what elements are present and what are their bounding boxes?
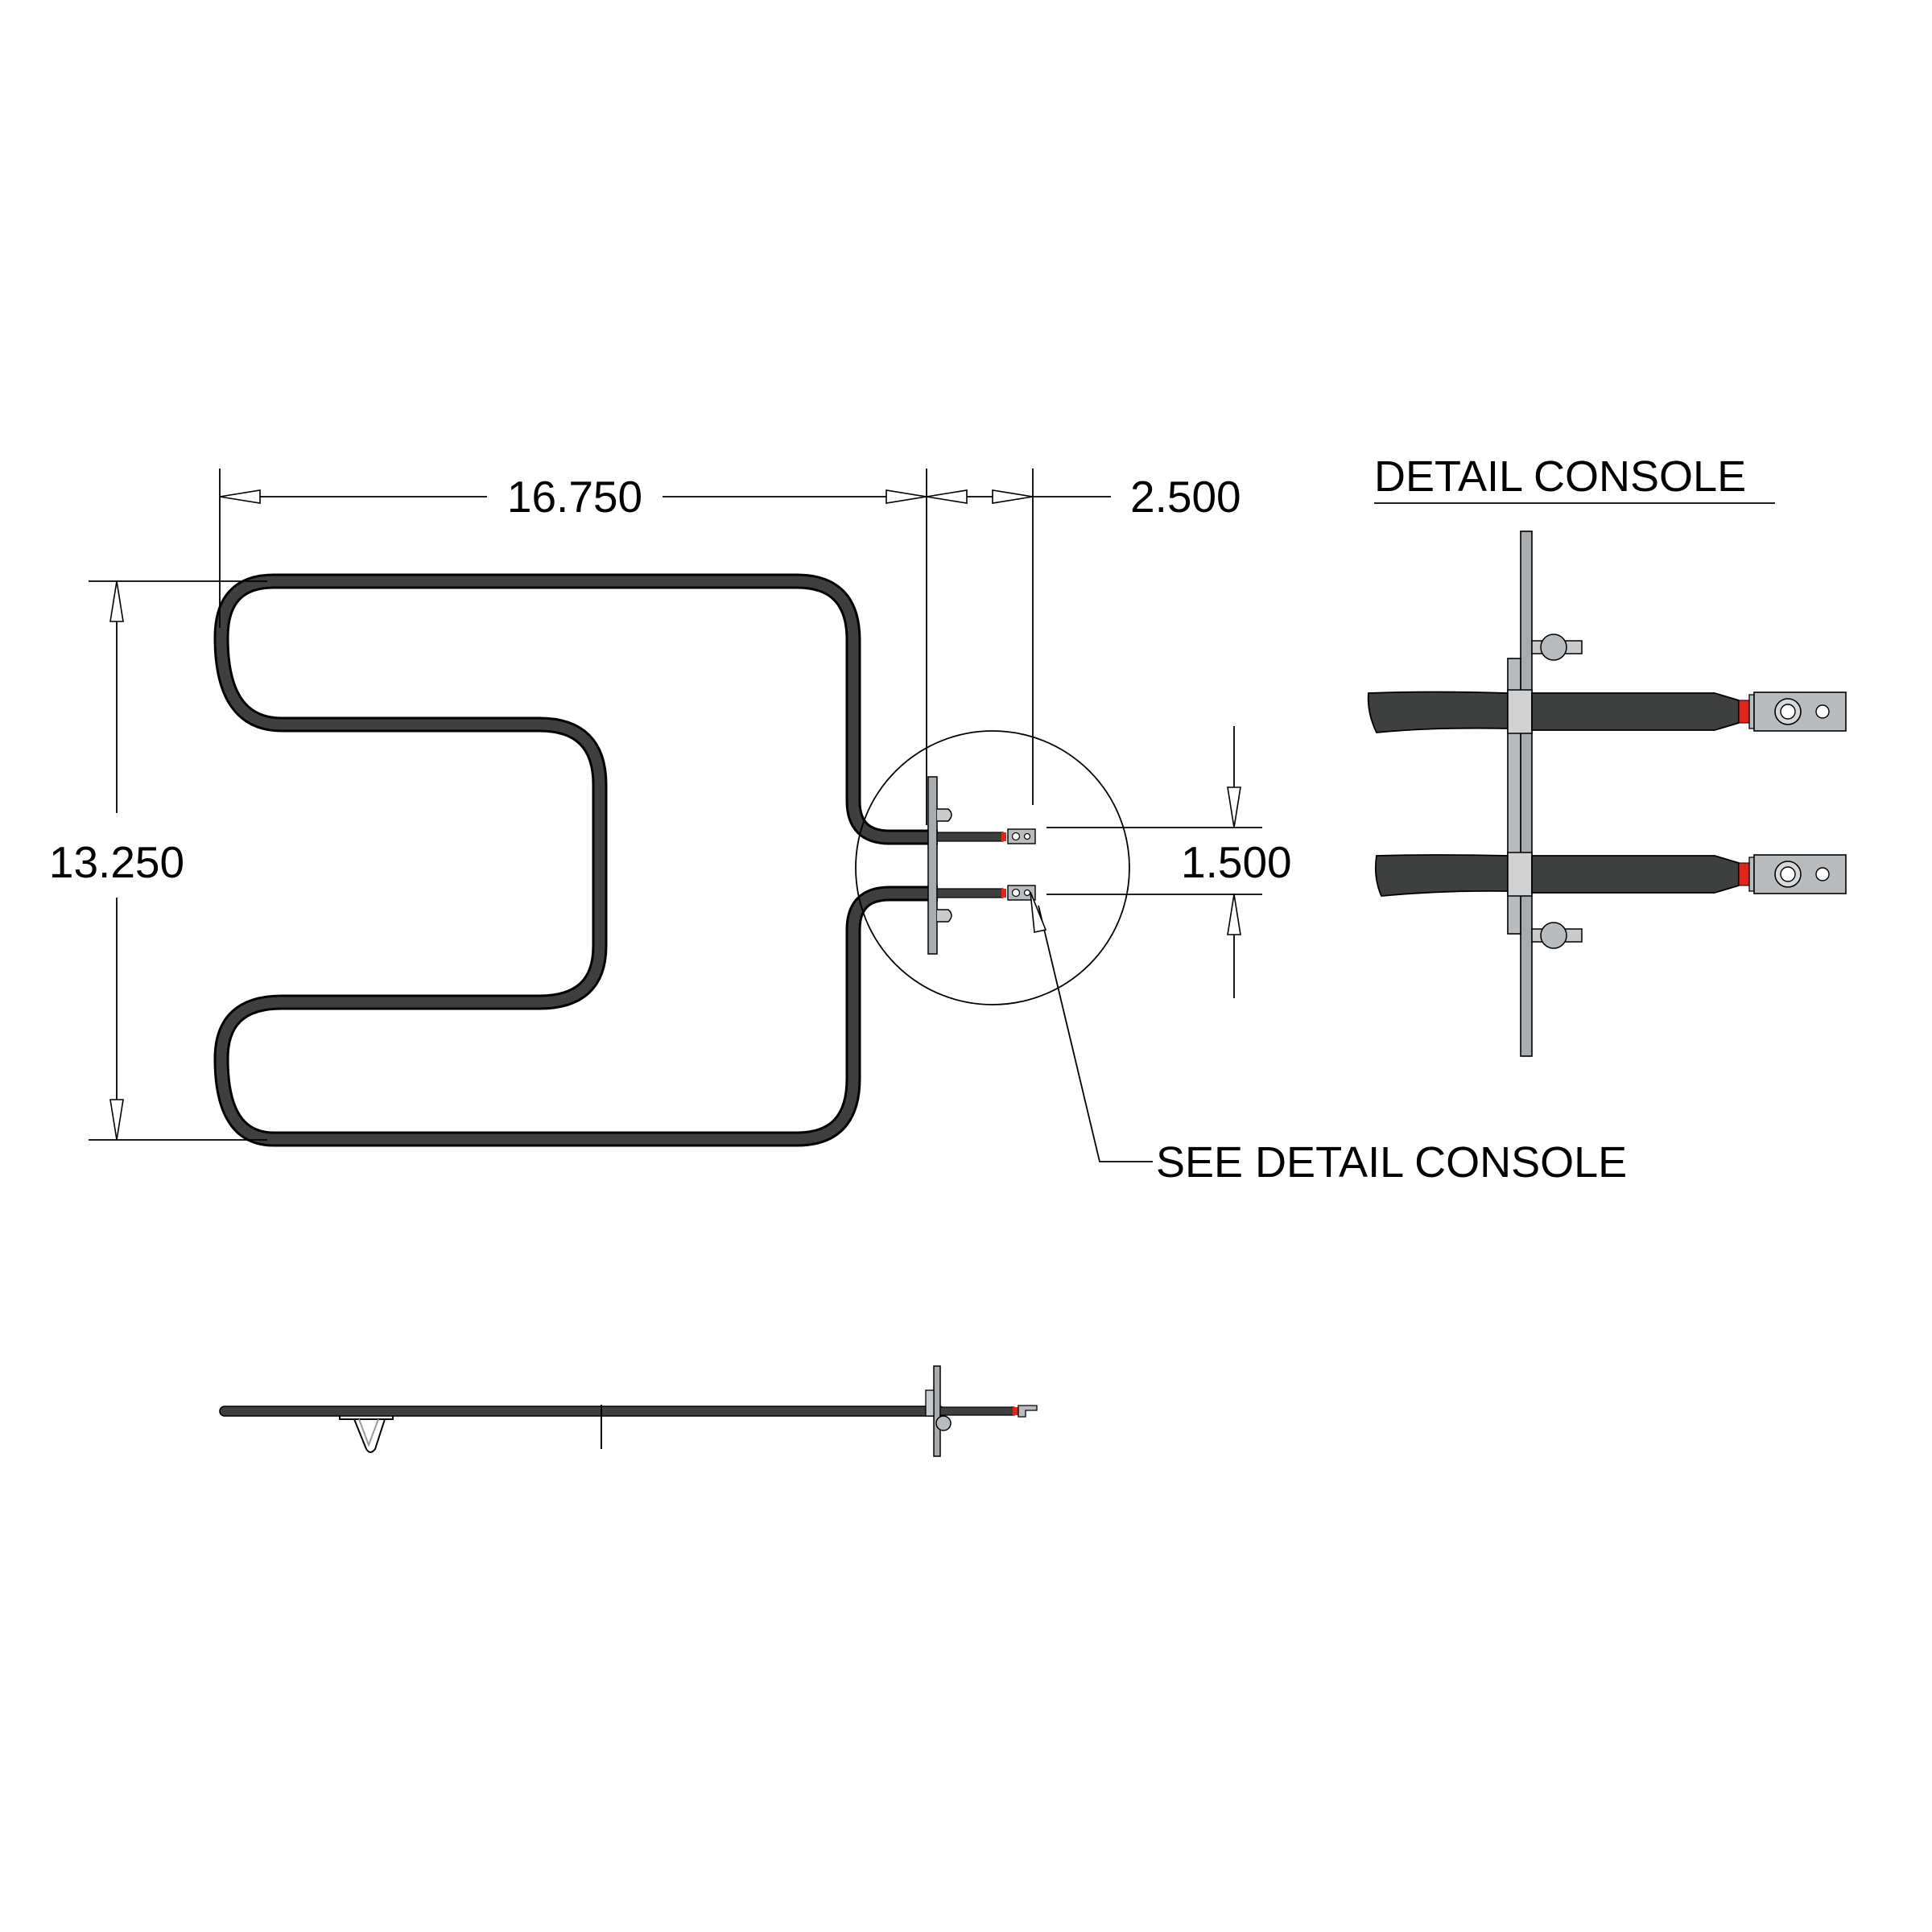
dimension-lead-length: 2.500 [926,469,1241,805]
side-view-insulator [1013,1407,1018,1415]
dimension-lead-length-label: 2.500 [1130,472,1241,522]
insulator-lower [1001,889,1006,898]
bracket-tab-bottom [937,909,952,923]
side-view-terminal [1018,1405,1038,1418]
callout-leader [1038,905,1153,1162]
detail-collar-lower [1507,852,1533,897]
detail-terminal-lower [1748,854,1847,894]
detail-lead-upper [1531,692,1740,731]
detail-lead-lower [1531,855,1740,894]
detail-title: DETAIL CONSOLE [1374,452,1746,501]
dimension-terminal-spacing-label: 1.500 [1181,837,1292,887]
detail-tab-top [1531,634,1583,661]
element-side-view [219,1365,1038,1457]
detail-insulator-lower [1738,862,1750,886]
terminal-upper [1007,828,1036,844]
detail-circle [855,730,1130,1005]
dimension-width: 16.750 [219,469,927,825]
element-tube [216,576,938,1145]
side-view-bracket-tab [935,1415,952,1431]
detail-terminal-upper [1748,691,1847,732]
detail-console-view: DETAIL CONSOLE [1367,452,1847,1057]
detail-collar-upper [1507,689,1533,734]
lead-upper [936,832,1004,842]
dimension-height-label: 13.250 [49,837,184,887]
bracket-tab-top [937,808,952,822]
dimension-width-label: 16.750 [507,472,642,522]
detail-tab-bottom [1531,922,1583,949]
detail-insulator-upper [1738,700,1750,724]
side-view-bracket [933,1365,941,1457]
detail-tube-upper [1367,691,1509,733]
insulator-upper [1001,832,1006,841]
side-view-lead [939,1406,1015,1416]
detail-tube-lower [1374,854,1509,897]
element-top-view [213,573,1036,1147]
lead-lower [936,888,1004,898]
dimension-terminal-spacing: 1.500 [1046,726,1292,998]
side-view-tube [219,1406,945,1417]
detail-bracket-plate [1520,530,1533,1057]
side-view-support-clip [339,1416,394,1453]
element-tube-outline [213,573,938,1147]
callout-label: SEE DETAIL CONSOLE [1156,1138,1627,1187]
mounting-bracket [927,776,938,955]
dimension-height: 13.250 [49,580,267,1141]
callout-arrow [1030,891,1047,933]
